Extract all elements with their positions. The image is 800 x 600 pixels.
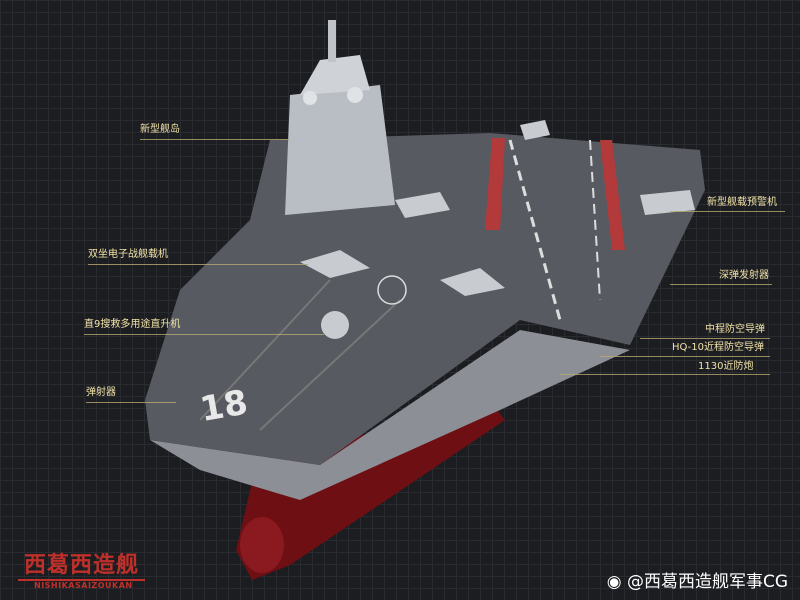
island-top (300, 55, 370, 95)
runway-line (589, 139, 601, 301)
leader-line (670, 284, 772, 285)
mast (328, 20, 336, 62)
logo-en: NISHIKASAIZOUKAN (34, 581, 133, 590)
watermark: ◉ @西葛西造舰军事CG (607, 567, 788, 592)
leader-line (86, 402, 176, 403)
leader-line (560, 374, 770, 375)
logo: 西葛西造舰 NISHIKASAIZOUKAN (18, 547, 146, 590)
runway-stripe-red (600, 140, 625, 250)
weibo-icon: ◉ (606, 572, 622, 592)
leader-line (600, 356, 770, 357)
label-z9-helicopter: 直9搜救多用途直升机 (84, 319, 181, 330)
label-ew-aircraft: 双坐电子战舰载机 (88, 249, 168, 260)
leader-line (84, 334, 324, 335)
aircraft-group (300, 120, 695, 339)
hull-side (150, 330, 630, 500)
runway-stripe-red (485, 138, 505, 230)
label-hq10: HQ-10近程防空导弹 (672, 342, 765, 353)
leader-line (88, 264, 308, 265)
bulbous-bow (240, 517, 284, 573)
logo-cn: 西葛西造舰 (18, 547, 146, 581)
leader-line (640, 338, 770, 339)
leader-line (670, 211, 785, 212)
label-asw-launcher: 深弹发射器 (719, 270, 769, 281)
label-catapult: 弹射器 (86, 387, 116, 398)
island (285, 85, 395, 215)
flight-deck (145, 133, 705, 465)
label-aew-aircraft: 新型舰载预警机 (707, 197, 777, 208)
radome (303, 91, 317, 105)
hull-red (236, 395, 505, 580)
label-new-island: 新型舰岛 (140, 124, 180, 135)
leader-line (140, 139, 290, 140)
catapult-track (199, 279, 331, 421)
helipad-marking (377, 275, 407, 305)
catapult-track (259, 299, 401, 431)
label-medium-sam: 中程防空导弹 (705, 324, 765, 335)
watermark-text: @西葛西造舰军事CG (626, 572, 788, 592)
radome (347, 87, 363, 103)
label-1130-ciws: 1130近防炮 (698, 361, 754, 372)
hull-number: 18 (197, 383, 251, 431)
